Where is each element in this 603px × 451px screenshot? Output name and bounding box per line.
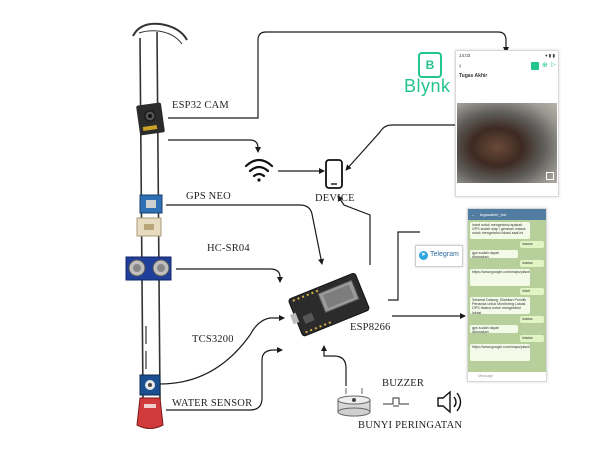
telegram-icon: ➤ <box>419 251 428 260</box>
telegram-header: ← tugasakhir_bot <box>468 209 546 220</box>
speaker-icon <box>437 390 462 414</box>
label-device: DEVICE <box>315 193 355 204</box>
blynk-add-icon[interactable]: ⊕ <box>542 62 548 69</box>
telegram-badge: ➤ Telegram <box>415 245 463 267</box>
connector-esp32cam-wifi <box>168 139 261 153</box>
connector-hcsr04-esp8266 <box>176 268 283 283</box>
device-icon <box>325 159 343 189</box>
blynk-settings-button[interactable] <box>531 62 539 70</box>
blynk-status-icons: ▾ ▮ ▮ <box>545 53 555 58</box>
telegram-message-sent: /status <box>520 335 544 342</box>
label-esp32cam: ESP32 CAM <box>172 100 229 111</box>
wifi-icon <box>244 158 274 182</box>
telegram-message-received: gps sudah dapat digunakan <box>470 325 518 333</box>
blynk-play-icon[interactable]: ▷ <box>551 62 556 68</box>
blynk-logo: B Blynk <box>404 52 456 104</box>
blynk-logo-icon: B <box>418 52 442 78</box>
blynk-project-name: Tugas Akhir <box>459 73 488 79</box>
telegram-message-list: /start untuk mengetahui apakah GPS sudah… <box>470 222 544 370</box>
connector-esp32cam-blynk <box>168 31 509 119</box>
tcs3200-module <box>139 374 161 396</box>
label-tcs3200: TCS3200 <box>192 334 234 345</box>
blynk-status-time: 14:03 <box>459 53 471 58</box>
telegram-input-bar[interactable]: Message <box>468 372 546 381</box>
telegram-message-received: https://www.google.com/maps/place/-6.975… <box>470 344 530 361</box>
telegram-message-received: gps sudah dapat digunakan <box>470 250 518 258</box>
telegram-back-icon[interactable]: ← <box>471 212 475 217</box>
telegram-input-placeholder: Message <box>478 374 494 378</box>
telegram-chat-title: tugasakhir_bot <box>480 212 507 217</box>
connector-buzzer-esp8266 <box>321 345 347 386</box>
label-bunyi-peringatan: BUNYI PERINGATAN <box>358 420 463 431</box>
gps-neo-module <box>136 194 163 237</box>
telegram-message-sent: /start <box>520 288 544 295</box>
telegram-message-sent: /status <box>520 241 544 248</box>
connector-tcs3200-esp8266 <box>159 315 285 385</box>
buzzer-symbol <box>383 397 409 407</box>
telegram-badge-text: Telegram <box>430 251 459 258</box>
camera-expand-icon[interactable] <box>546 172 554 180</box>
esp8266-board <box>288 273 370 337</box>
telegram-message-sent: /status <box>520 316 544 323</box>
telegram-message-received: https://www.google.com/maps/place/-6.975… <box>470 269 530 286</box>
telegram-message-sent: /status <box>520 260 544 267</box>
label-hcsr04: HC-SR04 <box>207 243 250 254</box>
label-gps-neo: GPS NEO <box>186 191 231 202</box>
buzzer-module <box>337 388 371 417</box>
label-buzzer: BUZZER <box>382 378 425 389</box>
hcsr04-module <box>125 256 172 281</box>
blynk-camera-view <box>457 103 557 183</box>
connectors <box>159 31 509 411</box>
label-esp8266: ESP8266 <box>350 322 391 333</box>
telegram-message-received: /start untuk mengetahui apakah GPS sudah… <box>470 222 530 239</box>
label-water-sensor: WATER SENSOR <box>172 398 253 409</box>
blynk-back-icon[interactable]: ‹ <box>459 63 462 70</box>
blynk-logo-text: Blynk <box>404 76 451 96</box>
connector-esp8266-device <box>337 195 371 265</box>
telegram-message-received: Selamat Datang, Silahkan Pemilik Penanda… <box>470 297 530 314</box>
connector-blynk-device <box>345 124 470 171</box>
blynk-phone-screenshot: 14:03 ▾ ▮ ▮ ‹ ⊕ ▷ Tugas Akhir <box>455 50 559 197</box>
connector-esp8266-telegram <box>388 231 420 301</box>
connector-gps-esp8266 <box>166 204 324 265</box>
telegram-phone-screenshot: ← tugasakhir_bot /start untuk mengetahui… <box>467 208 547 382</box>
esp32cam-module <box>136 102 165 136</box>
connector-water-esp8266 <box>166 347 283 411</box>
